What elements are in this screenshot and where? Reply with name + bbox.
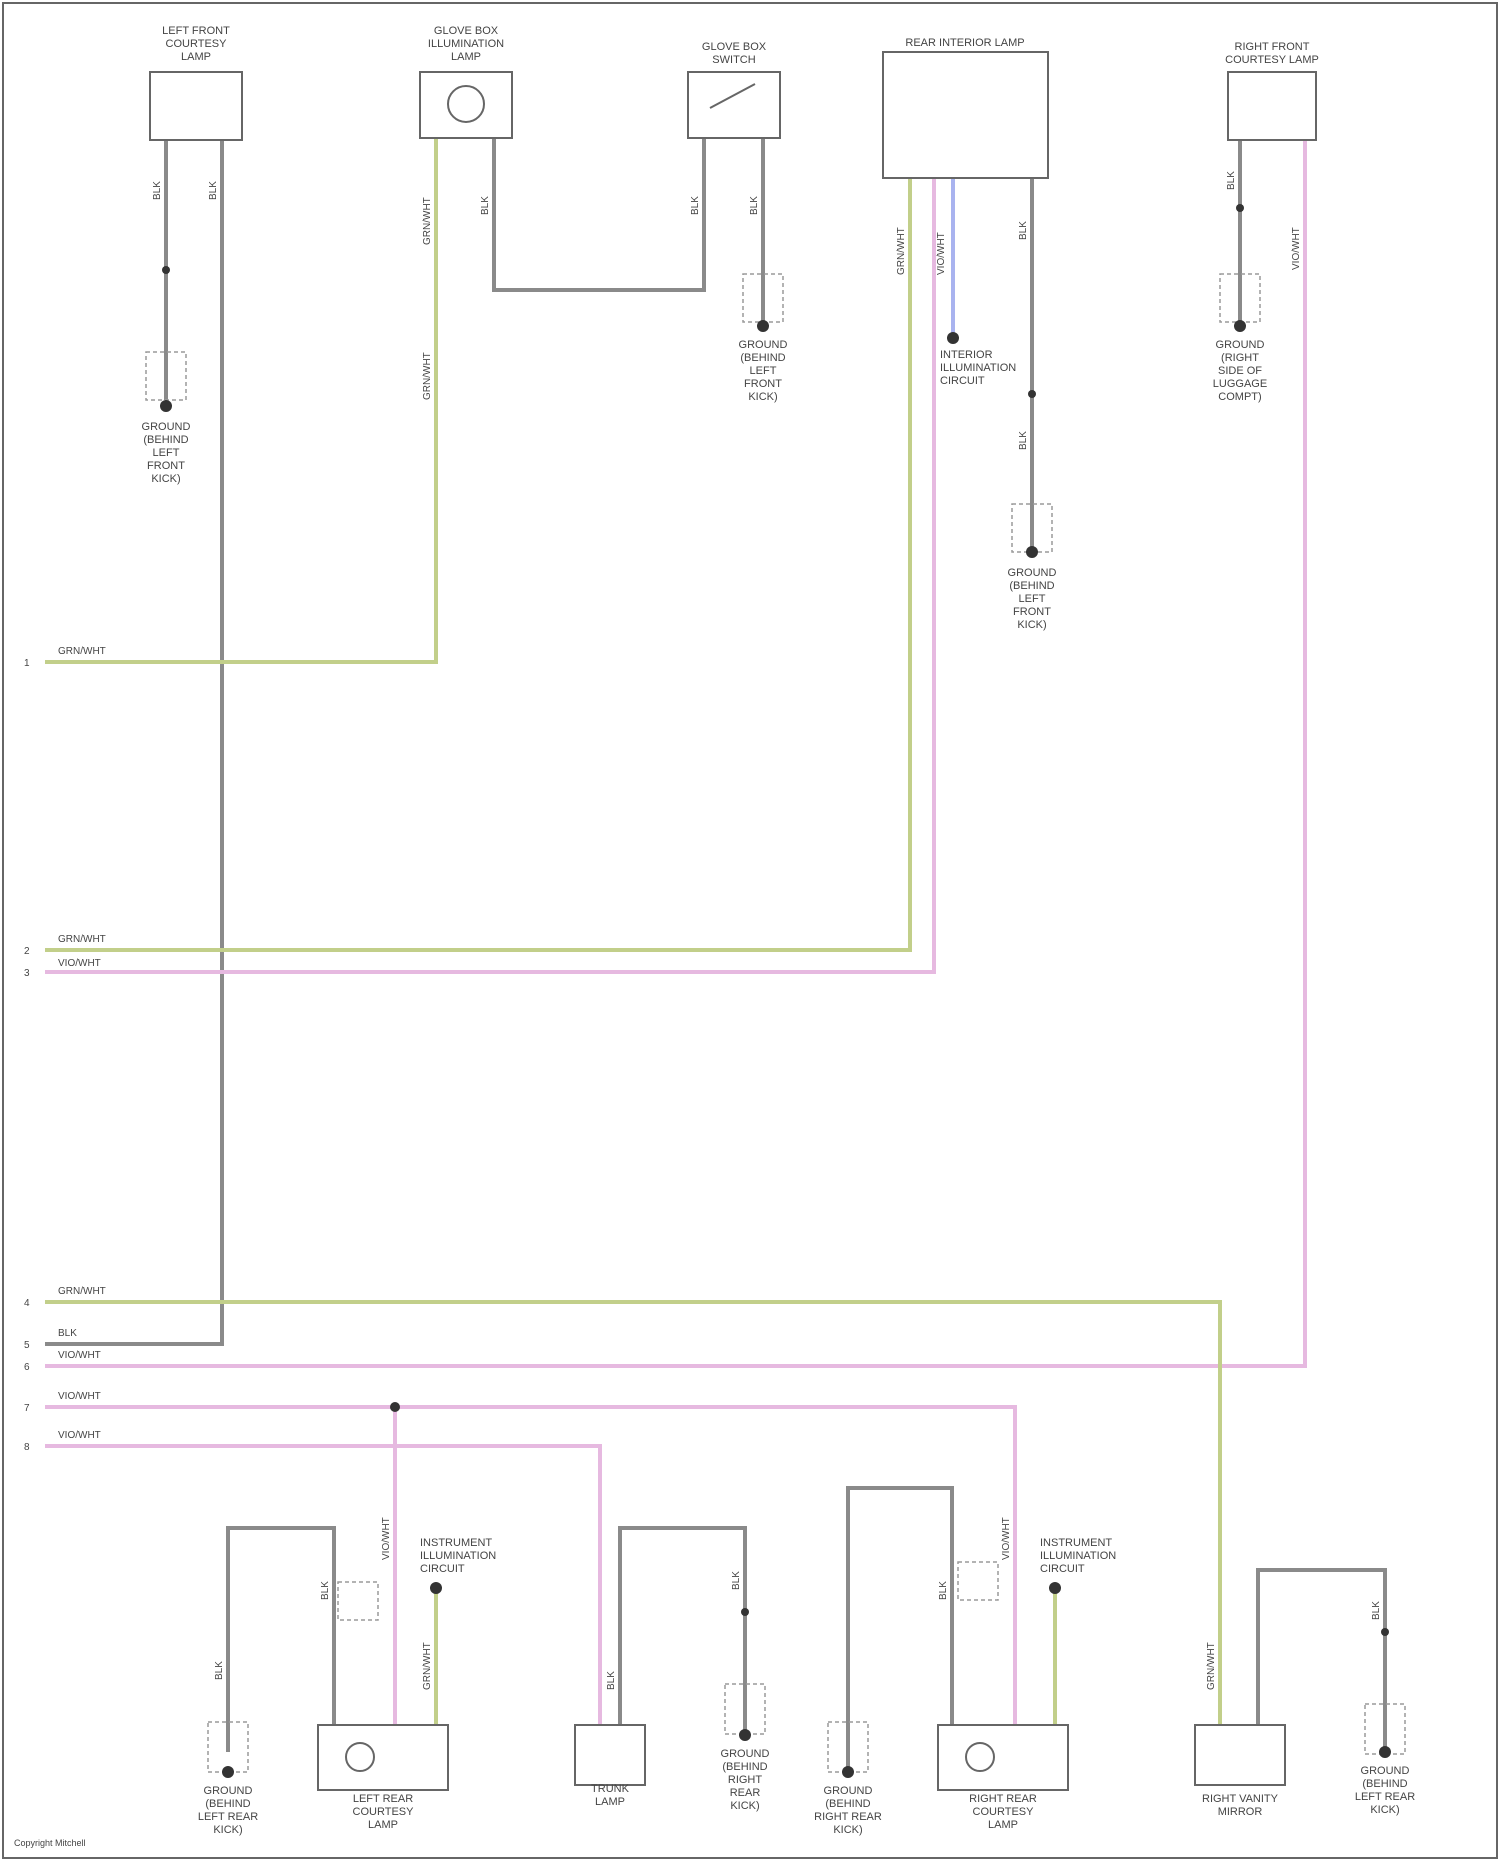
bus-pin: 2 [24,946,30,957]
glove-box-switch-box [688,72,780,138]
footer-text: Copyright Mitchell [14,1838,86,1848]
wire-tag: BLK [1371,1601,1382,1620]
wire-tag: GRN/WHT [422,1642,433,1690]
wire-tag: BLK [214,1661,225,1680]
bus-pin: 3 [24,968,30,979]
bus-label: GRN/WHT [58,646,106,657]
wire-tag: BLK [1018,431,1029,450]
bus-pin: 5 [24,1340,30,1351]
wire-tag: GRN/WHT [1206,1642,1217,1690]
bus-label: GRN/WHT [58,1286,106,1297]
bus-label: BLK [58,1328,77,1339]
bus-pin: 8 [24,1442,30,1453]
bus-label: VIO/WHT [58,1430,101,1441]
wire-tag: BLK [938,1581,949,1600]
rear-interior-lamp-box [883,52,1048,178]
rear-interior-lamp-label: REAR INTERIOR LAMP [905,37,1024,49]
bus-label: GRN/WHT [58,934,106,945]
wire-tag: BLK [749,196,760,215]
glove-box-lamp-bulb-icon [448,86,484,122]
wire-tag: BLK [731,1571,742,1590]
wire-tag: GRN/WHT [422,197,433,245]
right-rear-courtesy-lamp-bulb-icon [966,1743,994,1771]
wire-tag: BLK [480,196,491,215]
bus-label: VIO/WHT [58,1350,101,1361]
right-front-door-lamp-box [1228,72,1316,140]
wire-tag: GRN/WHT [422,352,433,400]
wire-tag: VIO/WHT [1291,227,1302,270]
bus-label: VIO/WHT [58,1391,101,1402]
wire-tag: VIO/WHT [936,232,947,275]
bus-pin: 7 [24,1403,30,1414]
left-front-door-lamp-box [150,72,242,140]
right-rear-courtesy-lamp-box [938,1725,1068,1790]
bus-label: VIO/WHT [58,958,101,969]
bus-pin: 6 [24,1362,30,1373]
wire-tag: BLK [320,1581,331,1600]
wire-tag: BLK [690,196,701,215]
wire-tag: VIO/WHT [1001,1517,1012,1560]
wire-tag: BLK [152,181,163,200]
trunk-lamp-box [575,1725,645,1785]
wire-tag: BLK [606,1671,617,1690]
left-rear-courtesy-lamp-bulb-icon [346,1743,374,1771]
wire-tag: BLK [208,181,219,200]
left-rear-courtesy-lamp-box [318,1725,448,1790]
wire-tag: BLK [1018,221,1029,240]
right-vanity-mirror-box [1195,1725,1285,1785]
wire-tag: BLK [1226,171,1237,190]
bus-pin: 1 [24,658,30,669]
wire-tag: VIO/WHT [381,1517,392,1560]
wire-tag: GRN/WHT [896,227,907,275]
bus-pin: 4 [24,1298,30,1309]
